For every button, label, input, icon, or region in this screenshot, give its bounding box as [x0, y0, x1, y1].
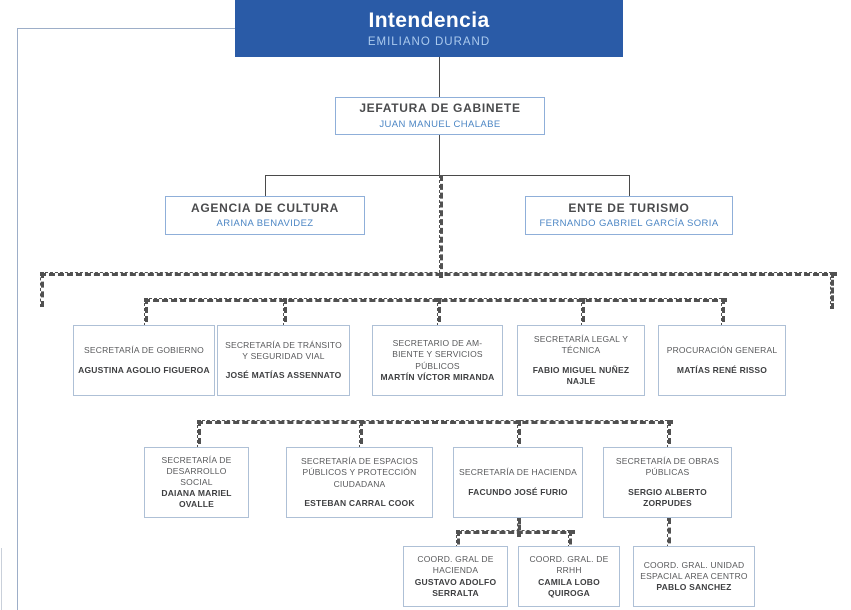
connector-dashed-level1: [40, 272, 837, 276]
org-node-coord-gral-unidad-centro: COORD. GRAL. UNIDAD ESPACIAL AREA CENTRO…: [633, 546, 755, 607]
node-person: DAIANA MARIEL OVALLE: [161, 488, 232, 510]
node-title: SECRETARÍA DE TRÁNSITO Y SEGURIDAD VIAL: [225, 339, 342, 361]
connector-left-vertical: [17, 28, 18, 610]
org-node-agencia-de-cultura: AGENCIA DE CULTURA ARIANA BENAVIDEZ: [165, 196, 365, 235]
org-node-secretaria-ambiente: SECRETARIO DE AM-BIENTE Y SERVICIOS PÚBL…: [372, 325, 503, 396]
connector-jefatura-dashed-down: [439, 175, 443, 278]
node-title: SECRETARÍA DE DESARROLLO SOCIAL: [161, 454, 232, 487]
node-title: SECRETARÍA DE HACIENDA: [458, 467, 578, 478]
node-title: COORD. GRAL. UNIDAD ESPACIAL AREA CENTRO: [640, 559, 748, 581]
connector-row2-horizontal: [265, 175, 630, 176]
org-node-secretaria-hacienda: SECRETARÍA DE HACIENDA FACUNDO JOSÉ FURI…: [453, 447, 583, 518]
connector-jefatura-down: [439, 135, 440, 175]
org-node-jefatura-de-gabinete: JEFATURA DE GABINETE JUAN MANUEL CHALABE: [335, 97, 545, 135]
node-person: ARIANA BENAVIDEZ: [216, 218, 314, 230]
org-node-ente-de-turismo: ENTE DE TURISMO FERNANDO GABRIEL GARCÍA …: [525, 196, 733, 235]
org-node-secretaria-transito: SECRETARÍA DE TRÁNSITO Y SEGURIDAD VIAL …: [217, 325, 350, 396]
connector-hacienda-down: [517, 518, 521, 537]
node-title: SECRETARÍA DE OBRAS PÚBLICAS: [615, 456, 720, 478]
node-person: PABLO SANCHEZ: [656, 582, 732, 593]
node-person: GUSTAVO ADOLFO SERRALTA: [414, 576, 497, 598]
node-title: PROCURACIÓN GENERAL: [666, 345, 778, 356]
node-title: COORD. GRAL DE HACIENDA: [417, 554, 494, 576]
connector-stub-left: [40, 272, 44, 307]
org-node-coord-gral-hacienda: COORD. GRAL DE HACIENDA GUSTAVO ADOLFO S…: [403, 546, 508, 607]
node-person: CAMILA LOBO QUIROGA: [538, 576, 600, 598]
node-person: MATÍAS RENÉ RISSO: [676, 364, 768, 375]
node-title: SECRETARÍA LEGAL Y TÉCNICA: [533, 334, 629, 356]
node-person: SERGIO ALBERTO ZORPUDES: [628, 486, 707, 508]
node-title: JEFATURA DE GABINETE: [359, 101, 521, 116]
org-node-intendencia: Intendencia EMILIANO DURAND: [235, 0, 623, 57]
node-title: AGENCIA DE CULTURA: [191, 200, 339, 215]
node-title: SECRETARIO DE AM-BIENTE Y SERVICIOS PÚBL…: [392, 338, 483, 371]
org-node-coord-gral-rrhh: COORD. GRAL. DE RRHH CAMILA LOBO QUIROGA: [518, 546, 620, 607]
node-person: FABIO MIGUEL NUÑEZ NAJLE: [532, 364, 630, 386]
node-person: EMILIANO DURAND: [367, 36, 491, 49]
connector-header-to-jefatura: [439, 57, 440, 97]
node-title: COORD. GRAL. DE RRHH: [529, 554, 609, 576]
connector-drop-agencia: [265, 175, 266, 196]
connector-edge-fragment: [1, 548, 2, 610]
org-node-secretaria-obras-publicas: SECRETARÍA DE OBRAS PÚBLICAS SERGIO ALBE…: [603, 447, 732, 518]
org-node-secretaria-espacios-publicos: SECRETARÍA DE ESPACIOS PÚBLICOS Y PROTEC…: [286, 447, 433, 518]
node-person: ESTEBAN CARRAL COOK: [304, 497, 415, 508]
node-title: SECRETARÍA DE GOBIERNO: [84, 345, 204, 356]
node-title: SECRETARÍA DE ESPACIOS PÚBLICOS Y PROTEC…: [301, 456, 418, 489]
node-person: MARTÍN VÍCTOR MIRANDA: [380, 371, 495, 382]
node-person: JOSÉ MATÍAS ASSENNATO: [225, 370, 342, 381]
connector-header-left: [17, 28, 235, 29]
node-title: ENTE DE TURISMO: [568, 200, 690, 215]
node-person: AGUSTINA AGOLIO FIGUEROA: [78, 364, 210, 375]
connector-dashed-level3: [197, 420, 673, 424]
connector-stub-right: [830, 272, 834, 309]
node-person: JUAN MANUEL CHALABE: [379, 118, 501, 130]
node-person: FACUNDO JOSÉ FURIO: [468, 486, 568, 497]
org-node-secretaria-gobierno: SECRETARÍA DE GOBIERNO AGUSTINA AGOLIO F…: [73, 325, 215, 396]
connector-dashed-level2: [144, 298, 727, 302]
node-person: FERNANDO GABRIEL GARCÍA SORIA: [539, 218, 719, 230]
org-node-procuracion-general: PROCURACIÓN GENERAL MATÍAS RENÉ RISSO: [658, 325, 786, 396]
node-title: Intendencia: [368, 8, 490, 32]
connector-coord-horizontal: [456, 530, 575, 534]
org-node-secretaria-legal: SECRETARÍA LEGAL Y TÉCNICA FABIO MIGUEL …: [517, 325, 645, 396]
org-node-secretaria-desarrollo-social: SECRETARÍA DE DESARROLLO SOCIAL DAIANA M…: [144, 447, 249, 518]
connector-drop-ente: [629, 175, 630, 196]
